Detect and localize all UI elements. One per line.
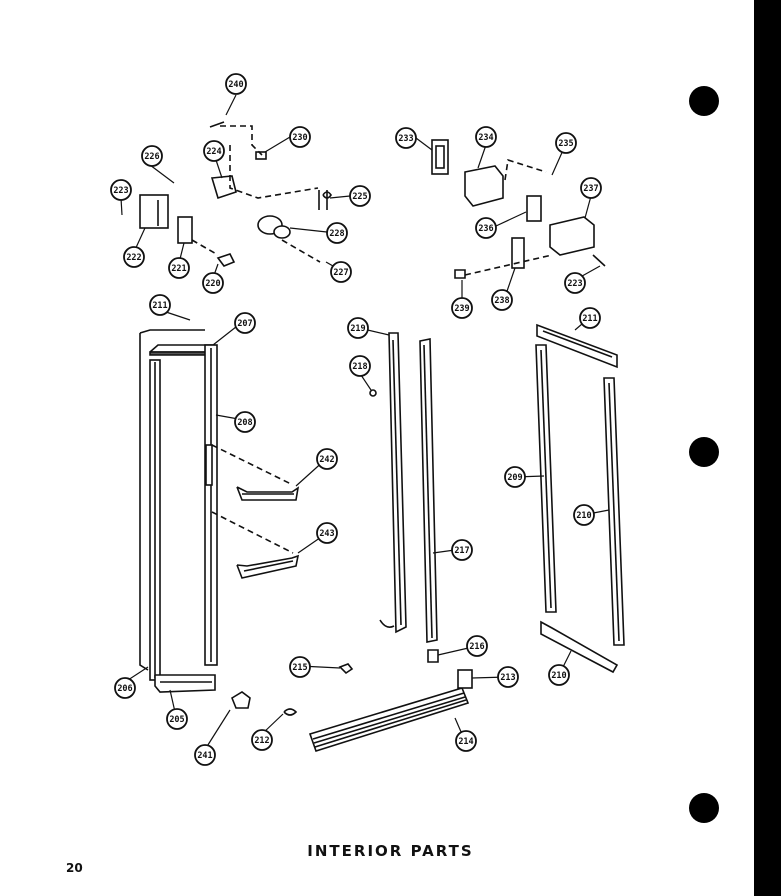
callout-label: 235 xyxy=(558,139,573,149)
callout-label: 225 xyxy=(352,192,367,202)
left-door-liner-frame xyxy=(139,329,218,693)
callout-label: 239 xyxy=(454,304,469,314)
callout-circles xyxy=(110,73,602,766)
callout-label: 212 xyxy=(254,736,269,746)
callout-label: 214 xyxy=(458,737,473,747)
binder-hole-top xyxy=(689,86,719,116)
callout-label: 236 xyxy=(478,224,493,234)
callout-label: 227 xyxy=(333,268,348,278)
callout-label: 211 xyxy=(582,314,597,324)
callout-label: 224 xyxy=(206,147,221,157)
callout-label: 223 xyxy=(567,279,582,289)
callout-label: 220 xyxy=(205,279,220,289)
callout-label: 217 xyxy=(454,546,469,556)
diagram-title: INTERIOR PARTS xyxy=(307,842,474,860)
callout-label: 240 xyxy=(228,80,243,90)
callout-label: 213 xyxy=(500,673,515,683)
callout-label: 234 xyxy=(478,133,493,143)
callout-label: 216 xyxy=(469,642,484,652)
callout-label: 211 xyxy=(152,301,167,311)
callout-label: 206 xyxy=(117,684,132,694)
bottom-grille xyxy=(308,669,473,752)
callout-label: 222 xyxy=(126,253,141,263)
callout-label: 233 xyxy=(398,134,413,144)
page-number: 20 xyxy=(66,861,83,875)
callout-label: 226 xyxy=(144,152,159,162)
callout-label: 218 xyxy=(352,362,367,372)
right-door-liner-frame xyxy=(535,323,625,674)
callout-label: 243 xyxy=(319,529,334,539)
callout-label: 208 xyxy=(237,418,252,428)
callout-label: 241 xyxy=(197,751,212,761)
callout-label: 210 xyxy=(551,671,566,681)
callout-label: 223 xyxy=(113,186,128,196)
right-control-assembly xyxy=(431,139,606,279)
door-shelves xyxy=(211,444,300,579)
callout-label: 242 xyxy=(319,455,334,465)
callout-label: 210 xyxy=(576,511,591,521)
center-trims xyxy=(379,332,438,643)
callout-label: 207 xyxy=(237,319,252,329)
left-control-assembly xyxy=(139,121,332,267)
small-bottom-parts xyxy=(231,389,439,716)
binder-hole-bottom xyxy=(689,793,719,823)
callout-label: 237 xyxy=(583,184,598,194)
binder-hole-middle xyxy=(689,437,719,467)
callout-label: 215 xyxy=(292,663,307,673)
callout-label: 209 xyxy=(507,473,522,483)
callout-label: 205 xyxy=(169,715,184,725)
callout-label: 228 xyxy=(329,229,344,239)
callout-label: 221 xyxy=(171,264,186,274)
callout-label: 230 xyxy=(292,133,307,143)
callout-label: 238 xyxy=(494,296,509,306)
callout-label: 219 xyxy=(350,324,365,334)
callout-labels: 240 230 226 224 225 223 222 221 220 228 … xyxy=(113,80,598,761)
page-edge-binding xyxy=(754,0,781,896)
